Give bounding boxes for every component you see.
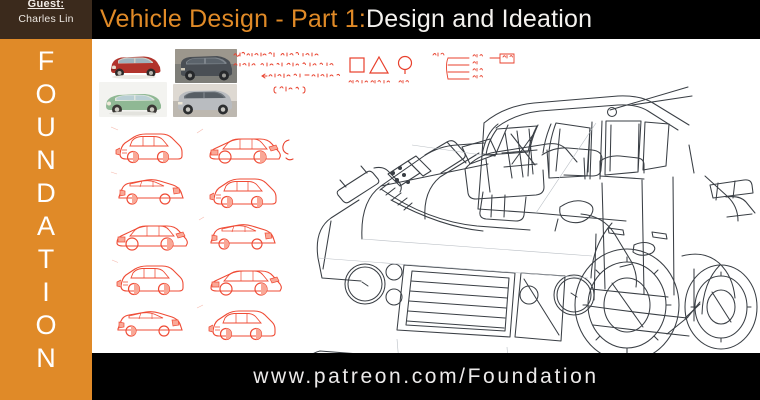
slide-content-canvas (92, 39, 760, 353)
main-vehicle-illustration (282, 69, 760, 353)
title-subtitle-text: Design and Ideation (366, 5, 593, 33)
reference-photo-red-car (101, 47, 167, 81)
sketch-thumb (208, 310, 276, 341)
brand-letter: T (37, 244, 55, 274)
brand-letter-stack: F O U N D A T I O N (0, 45, 92, 375)
sketch-thumb (116, 225, 188, 251)
brand-letter: F (37, 46, 55, 76)
reference-photo-silver-hatchback (173, 84, 237, 117)
brand-letter: O (35, 79, 57, 109)
brand-letter: N (36, 343, 56, 373)
sketch-thumb (116, 265, 184, 296)
mini-hierarchy-diagram (430, 49, 520, 93)
brand-letter: U (36, 112, 56, 142)
sketch-thumb (117, 311, 183, 337)
guest-label: Guest: (27, 0, 65, 10)
square-symbol (349, 57, 365, 73)
sketch-thumb (209, 138, 281, 164)
brand-letter: I (42, 277, 50, 307)
patreon-url[interactable]: www.patreon.com/Foundation (253, 364, 599, 388)
sketch-thumb (210, 224, 276, 250)
brand-letter: O (35, 310, 57, 340)
title-main-text: Vehicle Design - Part 1: (100, 5, 367, 33)
thumbnail-sketch-grid (110, 124, 290, 349)
slide-footer: www.patreon.com/Foundation (92, 353, 760, 400)
sketch-thumb (209, 178, 277, 209)
foundation-brand-band: F O U N D A T I O N (0, 39, 92, 400)
slide-title: Vehicle Design - Part 1: Design and Idea… (100, 0, 592, 39)
guest-badge: Guest: Charles Lin (0, 0, 92, 39)
triangle-symbol (368, 55, 390, 74)
sketch-thumb (210, 270, 282, 296)
slide-header: Guest: Charles Lin Vehicle Design - Part… (0, 0, 760, 39)
guest-name: Charles Lin (18, 13, 74, 25)
reference-photo-green-car (99, 82, 167, 117)
brand-letter: A (36, 211, 55, 241)
reference-photo-group (97, 47, 237, 119)
shape-symbol-row (347, 51, 427, 97)
circle-symbol (397, 55, 413, 71)
reference-photo-dark-hatchback (175, 49, 237, 83)
sketch-thumb (118, 179, 184, 205)
handwritten-notes (232, 49, 362, 97)
sketch-thumb (115, 133, 183, 164)
brand-letter: N (36, 145, 56, 175)
brand-letter: D (36, 178, 56, 208)
